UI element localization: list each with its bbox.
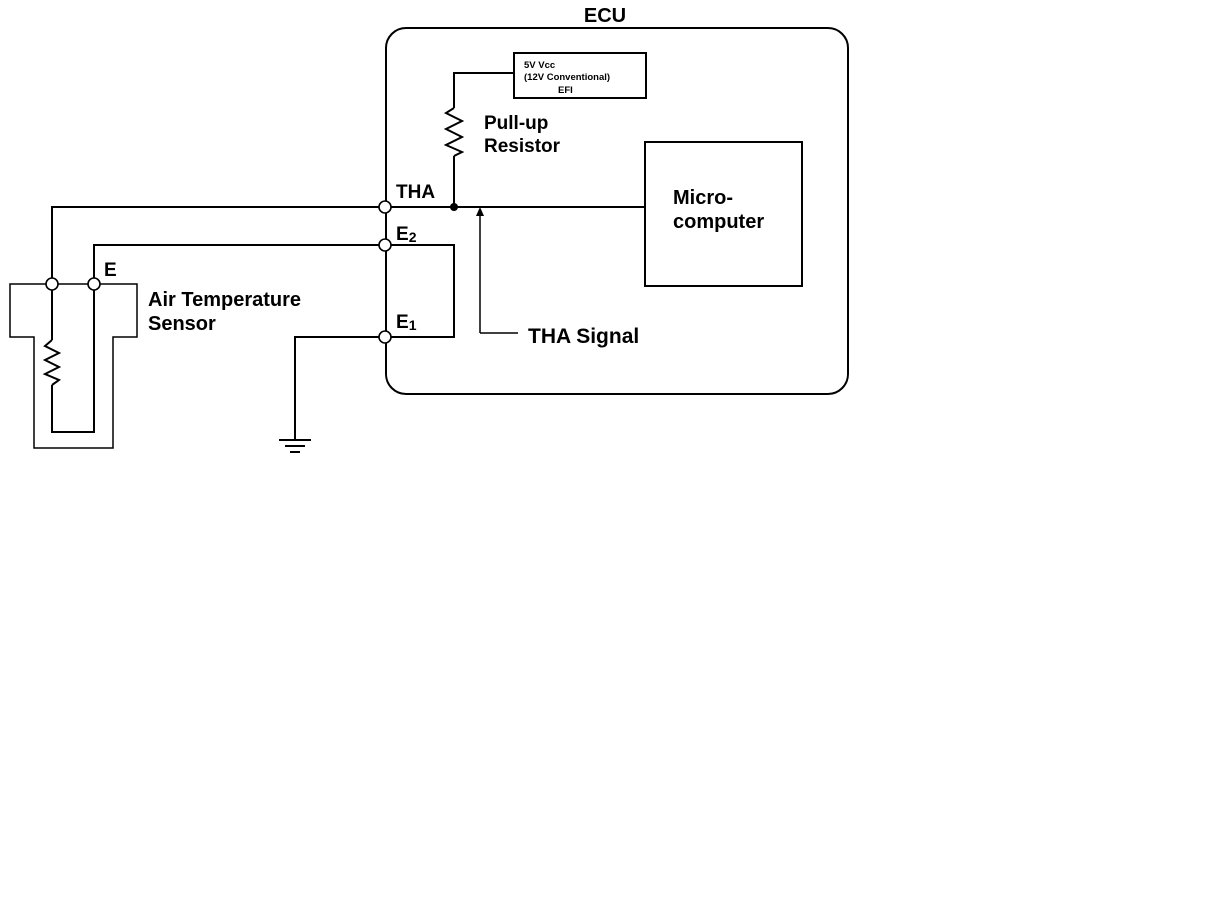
tha-signal-label: THA Signal [528, 325, 639, 348]
sensor-housing [9, 283, 138, 449]
supply-wire [453, 72, 514, 108]
thermistor-symbol [42, 339, 62, 386]
ground-icon [279, 439, 311, 453]
sensor-label-line1: Air Temperature [148, 289, 301, 311]
tha-terminal-label: THA [396, 182, 435, 203]
e2-terminal [378, 238, 392, 252]
tha-terminal [378, 200, 392, 214]
microcomputer-box [644, 141, 803, 287]
pullup-label-line1: Pull-up [484, 113, 548, 134]
e2-e1-internal-loop [391, 244, 455, 338]
sensor-tha-pin [45, 277, 59, 291]
pullup-label-line2: Resistor [484, 136, 561, 157]
ecu-title: ECU [584, 5, 626, 27]
supply-line2: (12V Conventional) [524, 72, 610, 83]
e1-terminal-label: E1 [396, 312, 417, 333]
supply-line3: EFI [558, 85, 573, 96]
sensor-e-pin [87, 277, 101, 291]
e2-terminal-label: E2 [396, 224, 417, 245]
e1-ground-wire [294, 336, 379, 440]
tha-signal-arrowhead [476, 207, 484, 216]
sensor-label-line2: Sensor [148, 313, 216, 335]
e1-terminal [378, 330, 392, 344]
supply-box [513, 52, 647, 99]
supply-line1: 5V Vcc [524, 60, 555, 71]
sensor-internal-wire-bottom [51, 290, 95, 433]
microcomputer-label-line1: Micro- [673, 187, 733, 209]
pullup-resistor-symbol [443, 107, 465, 157]
e2-wire-external [93, 244, 379, 278]
tha-wire-external [51, 206, 379, 284]
microcomputer-label-line2: computer [673, 211, 764, 233]
sensor-e-pin-label: E [104, 260, 117, 281]
tha-junction-dot [450, 203, 458, 211]
